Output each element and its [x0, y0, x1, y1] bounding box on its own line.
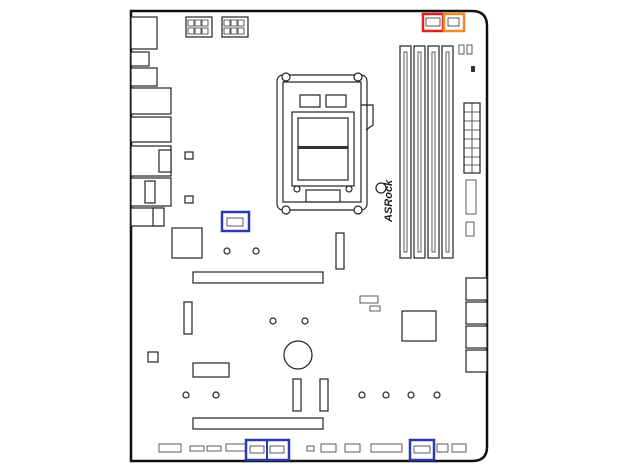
board-outline: [129, 9, 489, 463]
highlight-blue: [408, 438, 436, 462]
fan-header-bottom-1: [249, 445, 265, 454]
board-components: [147, 227, 441, 430]
bottom-headers: [158, 443, 467, 453]
fan-header-mid: [226, 217, 244, 227]
memory-slots: [399, 45, 454, 259]
fan-header-bottom-2: [269, 445, 285, 454]
cpu-power-connectors: [185, 16, 249, 38]
highlight-blue: [220, 210, 251, 233]
highlight-orange: [442, 12, 466, 33]
fan-header-top-2: [447, 17, 460, 27]
right-headers: [458, 44, 488, 373]
cpu-socket: [276, 72, 387, 215]
brand-logo: ASRock: [383, 179, 395, 223]
fan-header-top-1: [425, 17, 441, 27]
rear-io: [130, 16, 194, 227]
fan-header-bottom-3: [413, 445, 431, 454]
